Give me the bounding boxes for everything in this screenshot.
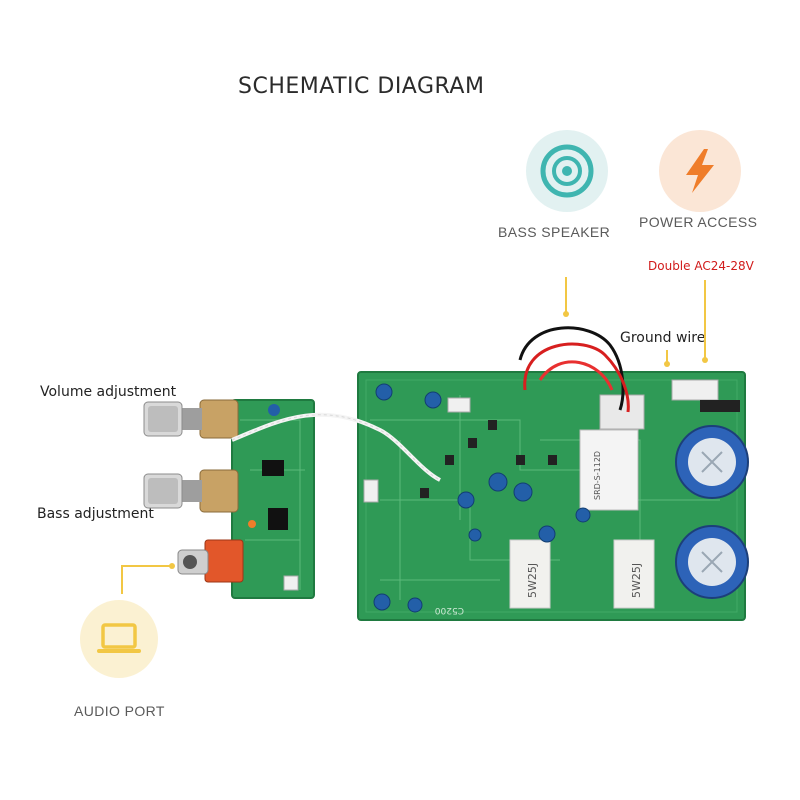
- power-access-label: POWER ACCESS: [639, 214, 758, 230]
- ground-wire-label: Ground wire: [620, 330, 706, 346]
- bass-speaker-label: BASS SPEAKER: [498, 224, 611, 240]
- speaker-icon: [526, 130, 608, 212]
- lightning-bolt-icon: [659, 130, 741, 212]
- bass-knob: [143, 469, 239, 513]
- laptop-icon: [80, 600, 158, 678]
- power-spec-label: Double AC24-28V: [648, 259, 754, 273]
- control-pcb-board: [231, 399, 315, 599]
- main-pcb-board: SRD-S-112D 5W25J 5W25J: [357, 371, 749, 621]
- speaker-wires: [518, 326, 630, 413]
- board-model-mark: C5200: [435, 605, 464, 615]
- audio-port-label: AUDIO PORT: [74, 703, 165, 719]
- resistor-1-mark: 5W25J: [526, 563, 539, 598]
- page-title: SCHEMATIC DIAGRAM: [238, 74, 485, 99]
- volume-adjustment-label: Volume adjustment: [40, 384, 177, 400]
- volume-knob: [143, 399, 239, 439]
- relay-mark: SRD-S-112D: [593, 451, 602, 500]
- callout-lines: [121, 277, 708, 594]
- bass-adjustment-label: Bass adjustment: [37, 506, 154, 522]
- resistor-2-mark: 5W25J: [630, 563, 643, 598]
- rca-audio-jack: [177, 539, 244, 583]
